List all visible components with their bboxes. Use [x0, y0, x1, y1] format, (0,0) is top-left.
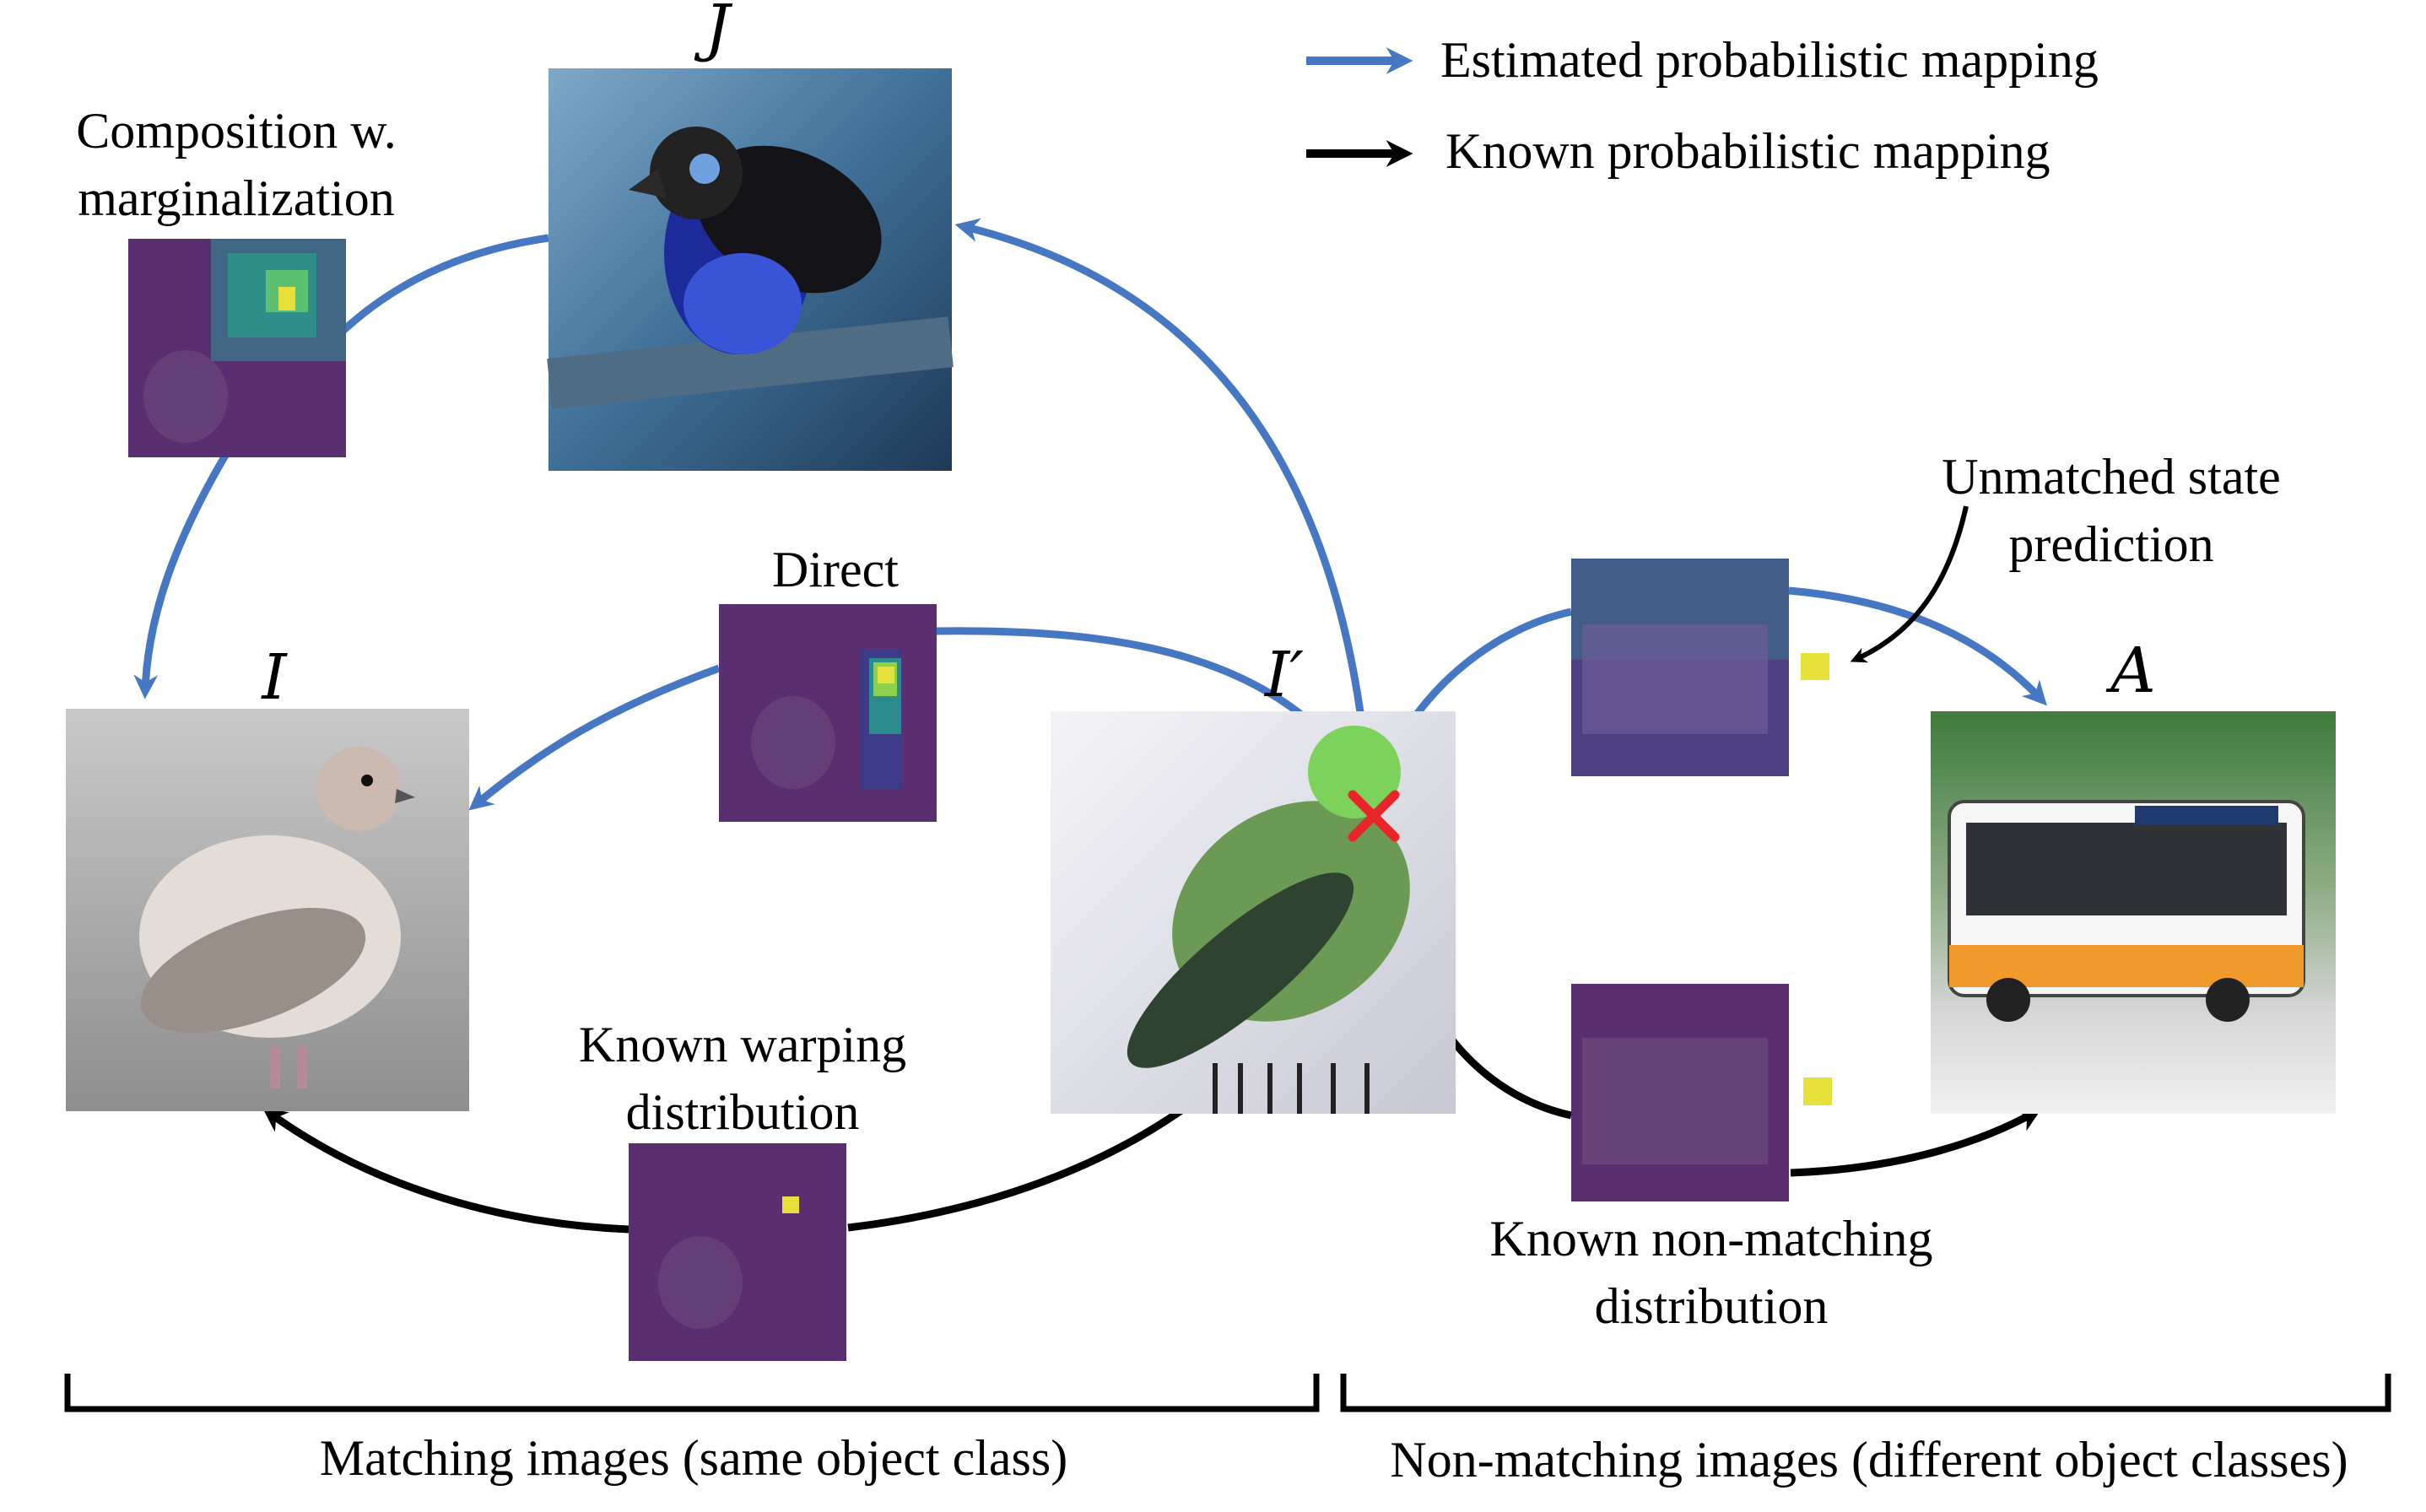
legend-known-label: Known probabilistic mapping: [1445, 123, 2050, 179]
annotation-nonmatching-2: distribution: [1595, 1278, 1829, 1334]
annotation-unmatched-1: Unmatched state: [1942, 449, 2281, 505]
arrow-iprime-to-j: [954, 218, 1373, 790]
label-j: J: [694, 0, 733, 64]
annotation-unmatched-2: prediction: [2008, 516, 2213, 572]
annotation-warping-2: distribution: [626, 1084, 860, 1140]
arrow-nonmatching-to-a: [1790, 1108, 2042, 1177]
label-i: I: [260, 641, 288, 714]
heatmap-composition: [128, 239, 346, 457]
bracket-matching: [64, 1374, 1320, 1412]
arrow-warping-to-i: [262, 1107, 629, 1234]
annotation-nonmatching-1: Known non-matching: [1490, 1211, 1933, 1266]
annotation-warping-1: Known warping: [579, 1017, 906, 1072]
legend: Estimated probabilistic mapping Known pr…: [1306, 32, 2099, 179]
arrow-direct-to-i: [468, 664, 721, 811]
image-j: [547, 68, 954, 471]
annotation-composition-1: Composition w.: [76, 103, 396, 159]
heatmap-nonmatching: [1571, 984, 1832, 1202]
label-i-prime: I′: [1263, 639, 1304, 711]
arrow-composition-to-i: [133, 451, 230, 699]
arrow-unmatched-pointer: [1850, 505, 1969, 663]
legend-estimated-label: Estimated probabilistic mapping: [1440, 32, 2099, 88]
image-i-prime: [1051, 711, 1456, 1114]
heatmap-direct: [719, 604, 937, 822]
arrow-unmatched-to-a: [1788, 586, 2047, 706]
heatmap-warping: [629, 1143, 846, 1361]
heatmap-unmatched: [1571, 559, 1829, 776]
group-label-non-matching: Non-matching images (different object cl…: [1390, 1432, 2348, 1488]
annotation-composition-2: marginalization: [78, 170, 394, 226]
mismatch-cross-icon: [1348, 790, 1400, 842]
label-a: A: [2105, 634, 2155, 707]
image-i: [66, 709, 469, 1111]
annotation-direct: Direct: [772, 542, 899, 597]
image-a: [1931, 711, 2336, 1114]
group-label-matching: Matching images (same object class): [320, 1430, 1067, 1486]
arrow-j-to-composition: [332, 234, 549, 341]
bracket-non-matching: [1340, 1374, 2391, 1412]
